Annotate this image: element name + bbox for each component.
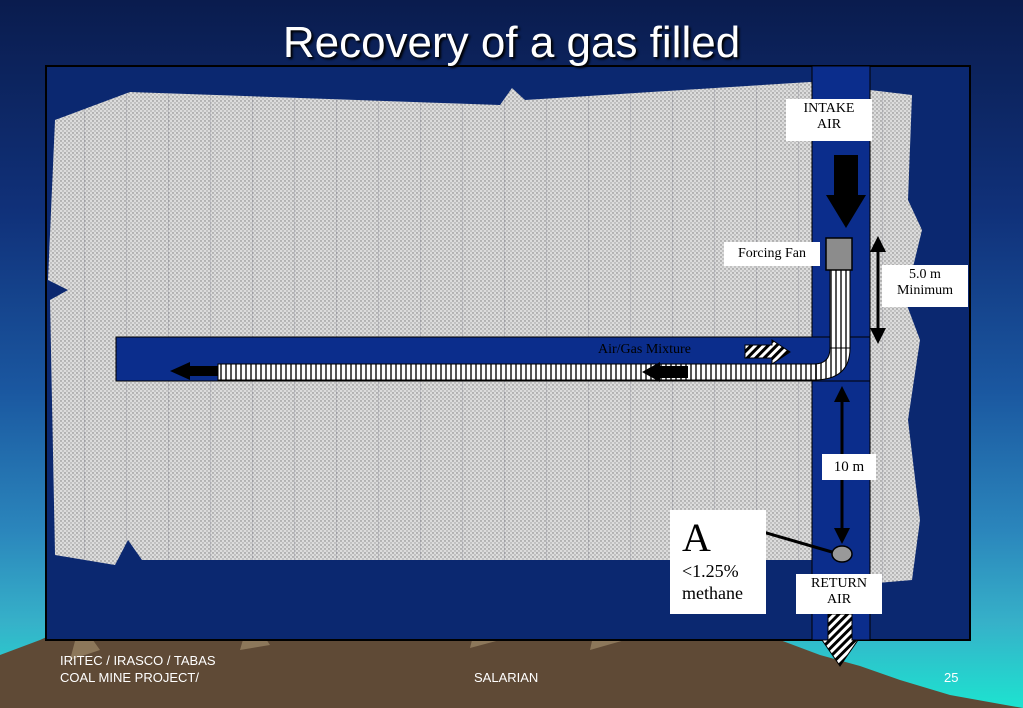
return-arrow-icon <box>821 613 859 667</box>
horizontal-duct <box>217 363 817 381</box>
methane-line1: <1.25% <box>682 561 739 581</box>
mid-flow-arrow-icon <box>642 362 688 382</box>
return-label-line2: AIR <box>826 592 852 608</box>
footer-left-line1: IRITEC / IRASCO / TABAS <box>60 653 216 668</box>
coal-seam-lines <box>48 82 922 585</box>
min-distance-arrow-icon <box>870 236 886 344</box>
footer-left-line2: COAL MINE PROJECT/ <box>60 670 199 685</box>
footer-left: IRITEC / IRASCO / TABAS COAL MINE PROJEC… <box>60 652 216 686</box>
forcing-fan-label: Forcing Fan <box>724 242 820 266</box>
forcing-fan <box>825 237 853 271</box>
return-label-line1: RETURN <box>811 576 867 591</box>
page-number: 25 <box>944 670 959 685</box>
return-air-label: RETURN AIR <box>796 574 882 614</box>
slide-title: Recovery of a gas filled <box>282 18 741 67</box>
intake-label-line1: INTAKE <box>803 101 855 116</box>
ten-m-label: 10 m <box>822 454 876 480</box>
intake-air-label: INTAKE AIR <box>786 99 872 141</box>
min-distance-line2: Minimum <box>896 283 953 299</box>
intake-label-line2: AIR <box>816 117 842 133</box>
methane-line2: methane <box>682 583 743 603</box>
intake-arrow-icon <box>826 155 866 228</box>
min-distance-label: 5.0 m Minimum <box>882 265 968 307</box>
vertical-duct <box>829 267 851 349</box>
footer-center: SALARIAN <box>474 670 539 685</box>
methane-limit-box: A <1.25% methane <box>670 510 766 614</box>
min-distance-line1: 5.0 m <box>909 267 941 282</box>
mixture-label: Air/Gas Mixture <box>598 342 691 357</box>
sample-point-a <box>831 545 853 563</box>
left-flow-arrow-icon <box>170 362 218 380</box>
mixture-arrow-icon <box>744 339 791 365</box>
point-letter: A <box>682 515 711 560</box>
